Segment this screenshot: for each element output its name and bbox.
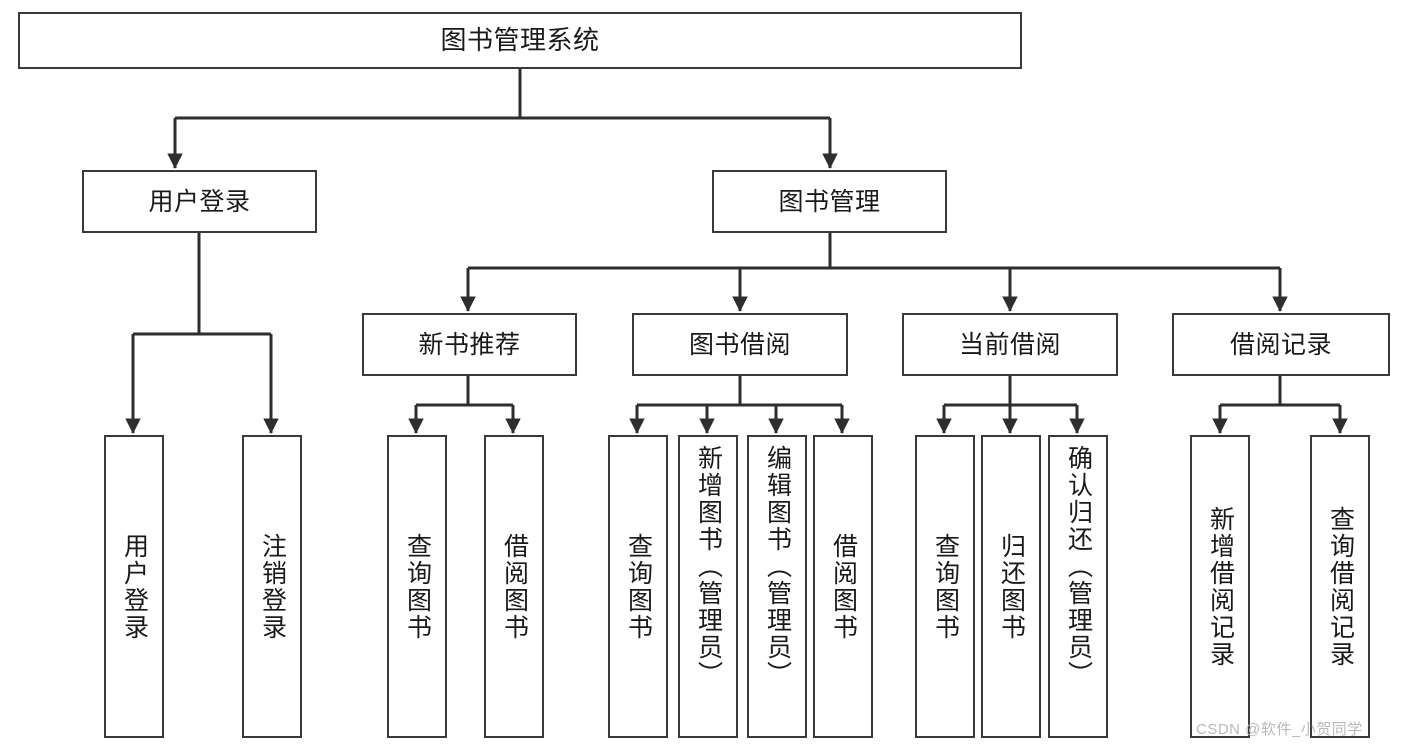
node-leaf-borrow-book-1[interactable]: 借阅图书 [484,435,544,738]
node-root-label: 图书管理系统 [440,24,600,55]
node-book-borrow[interactable]: 图书借阅 [632,313,848,376]
node-leaf-add-record[interactable]: 新增借阅记录 [1190,435,1250,738]
node-book-borrow-label: 图书借阅 [688,330,791,359]
node-leaf-query-record[interactable]: 查询借阅记录 [1310,435,1370,738]
node-new-book-rec[interactable]: 新书推荐 [362,313,577,376]
node-leaf-query-book-2[interactable]: 查询图书 [608,435,668,738]
node-leaf-query-book-1-label: 查询图书 [403,532,432,641]
node-leaf-query-book-3-label: 查询图书 [931,532,960,641]
node-borrow-record[interactable]: 借阅记录 [1172,313,1390,376]
node-leaf-edit-book-admin-label: 编辑图书（管理员） [763,445,792,688]
node-leaf-borrow-book-2-label: 借阅图书 [829,532,858,641]
node-leaf-query-book-2-label: 查询图书 [624,532,653,641]
node-borrow-record-label: 借阅记录 [1229,330,1332,359]
node-root[interactable]: 图书管理系统 [18,12,1022,69]
node-book-manage-label: 图书管理 [778,187,881,216]
node-leaf-confirm-return-admin[interactable]: 确认归还（管理员） [1048,435,1108,738]
node-leaf-edit-book-admin[interactable]: 编辑图书（管理员） [747,435,807,738]
node-current-borrow[interactable]: 当前借阅 [902,313,1118,376]
node-user-login-label: 用户登录 [148,187,251,216]
node-leaf-user-login[interactable]: 用户登录 [104,435,164,738]
node-leaf-query-book-1[interactable]: 查询图书 [387,435,447,738]
node-leaf-logout[interactable]: 注销登录 [242,435,302,738]
node-leaf-logout-label: 注销登录 [258,532,287,641]
node-leaf-confirm-return-admin-label: 确认归还（管理员） [1064,445,1093,688]
node-new-book-rec-label: 新书推荐 [418,330,521,359]
node-leaf-return-book[interactable]: 归还图书 [981,435,1041,738]
csdn-watermark: CSDN @软件_小贺同学 [1196,721,1363,738]
node-leaf-return-book-label: 归还图书 [997,532,1026,641]
node-leaf-query-record-label: 查询借阅记录 [1326,505,1355,668]
node-book-manage[interactable]: 图书管理 [712,170,947,233]
node-current-borrow-label: 当前借阅 [958,330,1061,359]
node-leaf-borrow-book-2[interactable]: 借阅图书 [813,435,873,738]
node-leaf-borrow-book-1-label: 借阅图书 [500,532,529,641]
node-leaf-add-record-label: 新增借阅记录 [1206,505,1235,668]
node-user-login[interactable]: 用户登录 [82,170,317,233]
node-leaf-user-login-label: 用户登录 [120,532,149,641]
node-leaf-add-book-admin-label: 新增图书（管理员） [694,445,723,688]
node-leaf-query-book-3[interactable]: 查询图书 [915,435,975,738]
node-leaf-add-book-admin[interactable]: 新增图书（管理员） [678,435,738,738]
